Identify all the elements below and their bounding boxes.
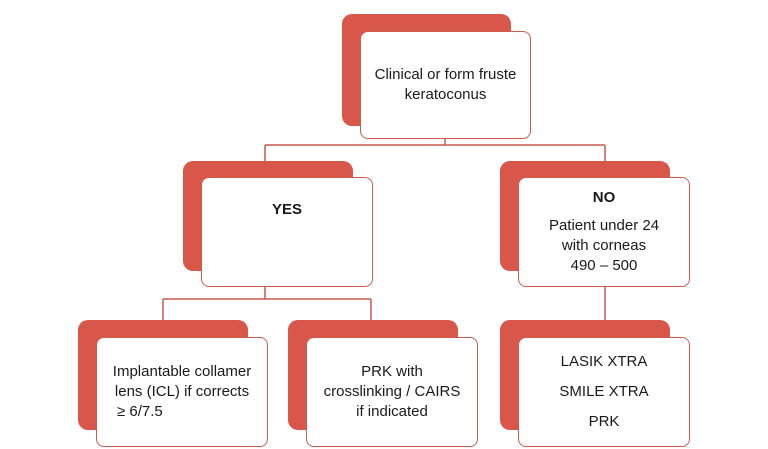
no-node-box: NO Patient under 24 with corneas 490 – 5… — [518, 177, 690, 287]
yes-left-text-line-2: lens (ICL) if corrects — [114, 383, 250, 400]
yes-left-text-line-3: ≥ 6/7.5 — [117, 403, 163, 420]
root-text-line-1: Clinical or form fruste — [374, 66, 517, 83]
root-node-box: Clinical or form fruste keratoconus — [360, 31, 531, 139]
no-child-text-line-2: SMILE XTRA — [559, 383, 649, 400]
no-child-box: LASIK XTRA SMILE XTRA PRK — [518, 337, 690, 447]
yes-right-text-line-2: crosslinking / CAIRS — [323, 383, 461, 400]
no-text-line-3: 490 – 500 — [570, 257, 638, 274]
no-heading: NO — [592, 189, 616, 206]
yes-left-text-line-1: Implantable collamer — [112, 363, 252, 380]
no-text-line-1: Patient under 24 — [548, 217, 660, 234]
no-text-line-2: with corneas — [561, 237, 647, 254]
root-text-line-2: keratoconus — [404, 86, 487, 103]
yes-right-text-line-3: if indicated — [356, 403, 428, 420]
yes-node-box: YES — [201, 177, 373, 287]
yes-left-child-box: Implantable collamer lens (ICL) if corre… — [96, 337, 268, 447]
yes-right-text-line-1: PRK with — [361, 363, 423, 380]
no-child-text-line-3: PRK — [588, 413, 620, 430]
yes-right-child-box: PRK with crosslinking / CAIRS if indicat… — [306, 337, 478, 447]
yes-heading: YES — [271, 201, 302, 218]
no-child-text-line-1: LASIK XTRA — [560, 353, 648, 370]
